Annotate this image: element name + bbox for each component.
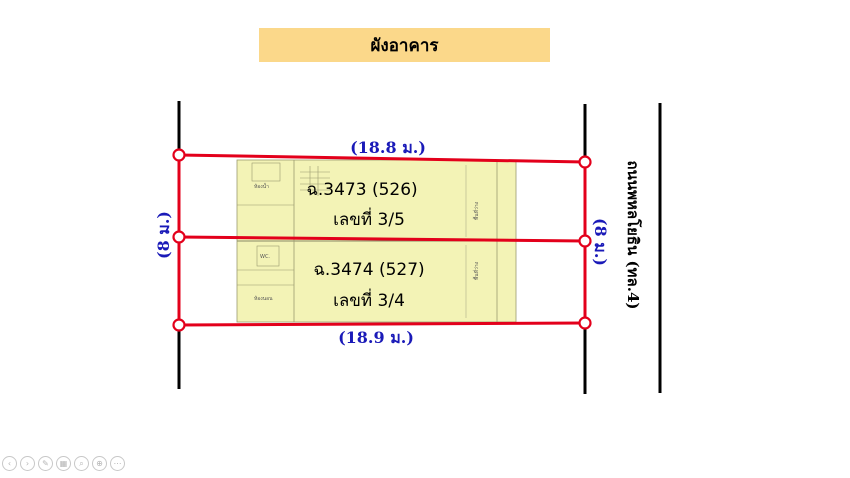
slideshow-toolbar: ‹ › ✎ ▦ ⌕ ⊕ ⋯ [2, 456, 125, 471]
stair-icon [300, 166, 330, 196]
svg-text:พื้นที่ว่าง: พื้นที่ว่าง [471, 261, 480, 280]
zoom-icon[interactable]: ⊕ [92, 456, 107, 471]
boundary-marker [578, 234, 592, 248]
pen-icon[interactable]: ✎ [38, 456, 53, 471]
building-floor-plan: ห้องน้ำ WC. ห้องนอน พื้นที่ว่าง พื้นที่ว… [236, 159, 517, 323]
boundary-markers [172, 148, 592, 332]
unit-house-number: เลขที่ 3/5 [333, 207, 405, 230]
unit-house-number: เลขที่ 3/4 [333, 288, 405, 311]
boundary-marker [172, 318, 186, 332]
next-slide-button[interactable]: › [20, 456, 35, 471]
svg-text:WC.: WC. [260, 254, 270, 260]
boundary-marker [172, 230, 186, 244]
boundary-marker [578, 155, 592, 169]
slides-grid-icon[interactable]: ▦ [56, 456, 71, 471]
right-depth-label: (8 ม.) [591, 218, 610, 266]
plot-boundary [177, 153, 587, 327]
road-label: ถนนพหลโยธิน (ทล.4) [624, 161, 643, 310]
boundary-marker [578, 316, 592, 330]
page-title: ผังอาคาร [259, 28, 550, 62]
previous-slide-button[interactable]: ‹ [2, 456, 17, 471]
unit-deed-label: ฉ.3473 (526) [306, 180, 417, 200]
svg-text:พื้นที่ว่าง: พื้นที่ว่าง [471, 201, 480, 220]
bottom-width-label: (18.9 ม.) [338, 328, 414, 347]
left-depth-label: (8 ม.) [154, 211, 173, 259]
svg-text:ห้องนอน: ห้องนอน [254, 295, 273, 302]
search-icon[interactable]: ⌕ [74, 456, 89, 471]
svg-text:ห้องน้ำ: ห้องน้ำ [254, 181, 269, 190]
unit-deed-label: ฉ.3474 (527) [313, 260, 424, 280]
top-width-label: (18.8 ม.) [350, 138, 426, 157]
more-options-icon[interactable]: ⋯ [110, 456, 125, 471]
boundary-marker [172, 148, 186, 162]
